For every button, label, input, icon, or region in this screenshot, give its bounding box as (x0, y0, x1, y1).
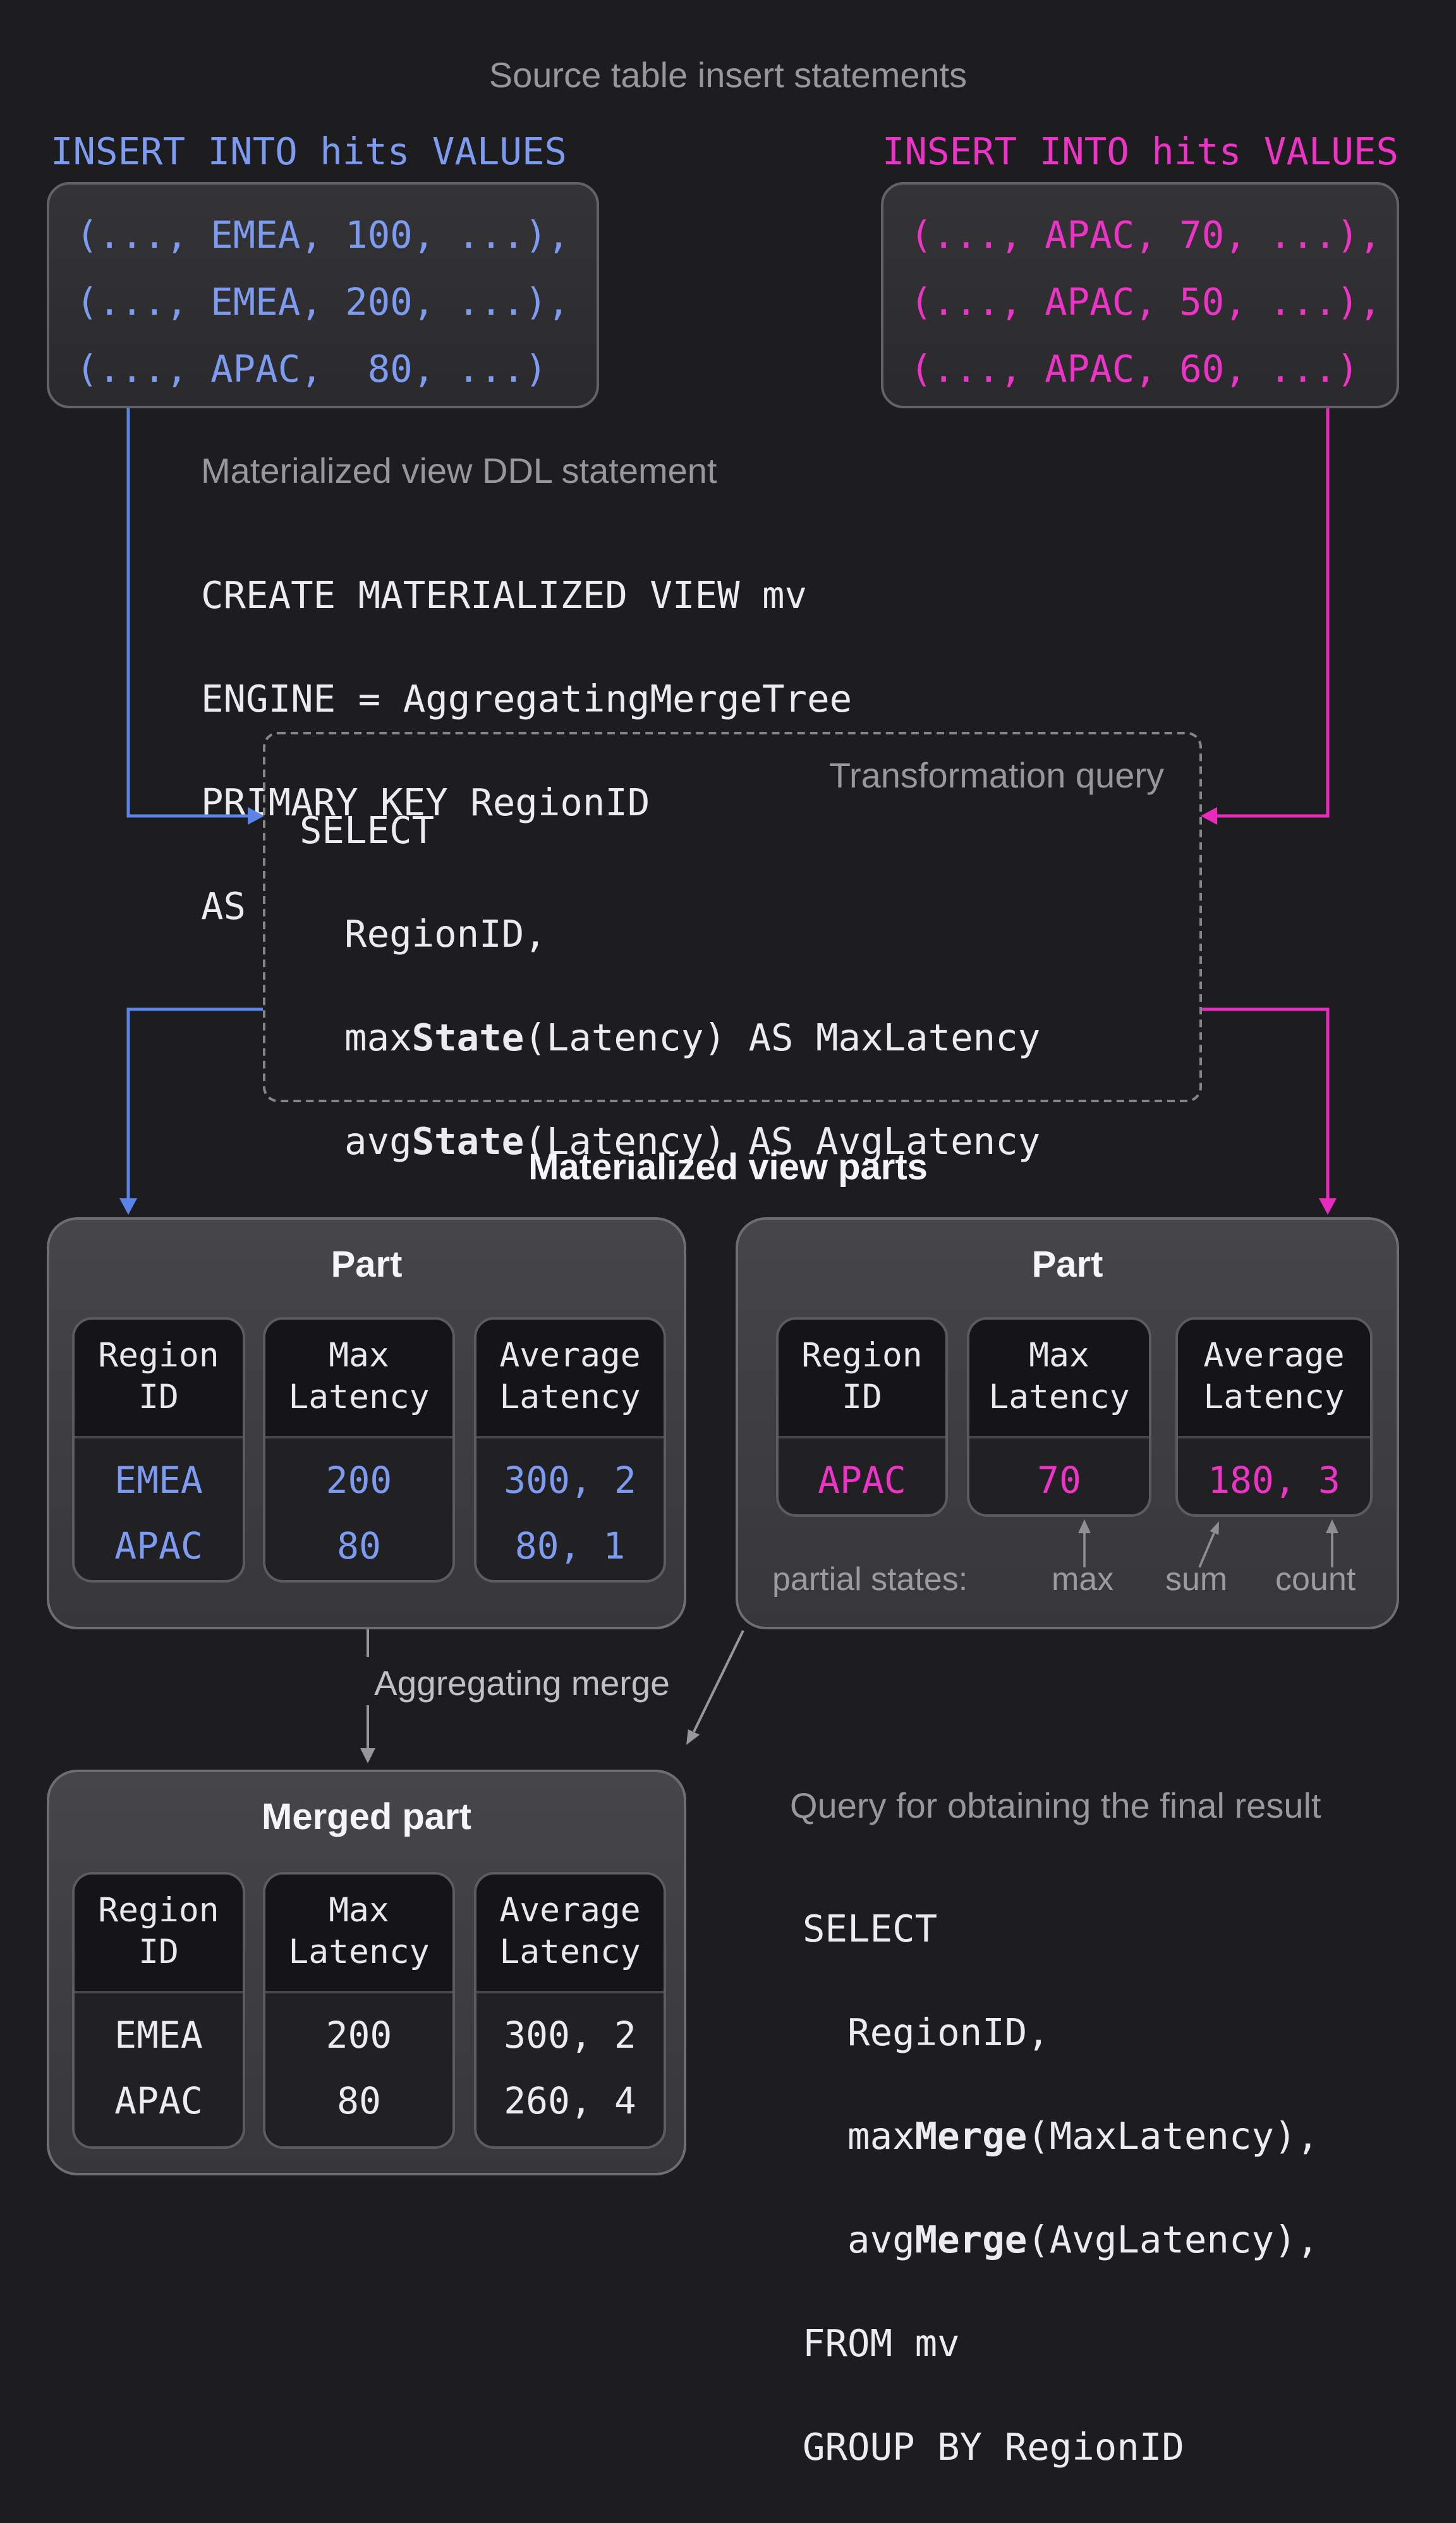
insert-right-box: (..., APAC, 70, ...), (..., APAC, 50, ..… (881, 182, 1399, 408)
code-line: maxMerge(MaxLatency), (803, 2115, 1320, 2158)
final-query-caption: Query for obtaining the final result (790, 1786, 1321, 1825)
ddl-code-line: CREATE MATERIALIZED VIEW mv (201, 574, 808, 617)
diagram-canvas: Source table insert statements INSERT IN… (47, 56, 1399, 2469)
insert-left-row: (..., APAC, 80, ...) (76, 348, 547, 391)
transformation-caption: Transformation query (828, 756, 1164, 795)
blue-arrow-down-icon (119, 1198, 137, 1215)
code-line: SELECT (803, 1907, 938, 1950)
final-query-code: SELECT RegionID, maxMerge(MaxLatency), a… (803, 1853, 1319, 2523)
ddl-code-line: ENGINE = AggregatingMergeTree (201, 678, 852, 720)
gray-arrow-down-icon (360, 1748, 375, 1763)
diagram-title: Source table insert statements (488, 56, 968, 95)
insert-right-row: (..., APAC, 70, ...), (910, 214, 1381, 257)
partial-state-sum: sum (1165, 1560, 1228, 1598)
part-title: Part (1031, 1245, 1103, 1286)
partial-state-max: max (1052, 1560, 1114, 1598)
partial-states-label: partial states: (772, 1560, 968, 1598)
ddl-caption: Materialized view DDL statement (201, 451, 717, 490)
insert-left-row: (..., EMEA, 100, ...), (76, 214, 570, 257)
insert-left-box: (..., EMEA, 100, ...), (..., EMEA, 200, … (47, 182, 599, 408)
code-line: RegionID, (803, 2011, 1050, 2054)
code-line: avgMerge(AvgLatency), (803, 2218, 1320, 2261)
transformation-query-box: Transformation query SELECT RegionID, ma… (263, 732, 1202, 1370)
insert-left-row: (..., EMEA, 200, ...), (76, 281, 570, 324)
aggregating-merge-label: Aggregating merge (374, 1663, 670, 1703)
insert-right-row: (..., APAC, 50, ...), (910, 281, 1381, 324)
partial-state-count: count (1275, 1560, 1356, 1598)
column-values: APAC (818, 1459, 906, 1502)
code-line: FROM mv (803, 2322, 960, 2365)
insert-right-row: (..., APAC, 60, ...) (910, 348, 1359, 391)
magenta-arrow-left-icon (1201, 807, 1217, 825)
column-values: 70 (1037, 1459, 1081, 1502)
insert-left-label: INSERT INTO hits VALUES (51, 130, 567, 173)
code-line: maxState(Latency) AS MaxLatency (300, 1016, 1041, 1059)
magenta-connector-in (1215, 408, 1330, 818)
code-line: SELECT (300, 809, 435, 852)
part-title: Part (331, 1245, 403, 1286)
code-line: RegionID, (300, 913, 547, 956)
merge-line-diagonal (693, 1630, 744, 1732)
parts-section-heading: Materialized view parts (528, 1148, 928, 1188)
merged-part-title: Merged part (262, 1797, 471, 1838)
insert-right-label: INSERT INTO hits VALUES (882, 130, 1398, 173)
magenta-arrow-down-icon (1319, 1198, 1337, 1215)
code-line: GROUP BY RegionID (803, 2426, 1184, 2469)
code-line: avgState(Latency) AS AvgLatency (300, 1120, 1041, 1163)
column-values: 180, 3 (1208, 1459, 1340, 1502)
ddl-code-line: AS (201, 885, 246, 928)
gray-arrow-diagonal-icon (686, 1729, 700, 1745)
